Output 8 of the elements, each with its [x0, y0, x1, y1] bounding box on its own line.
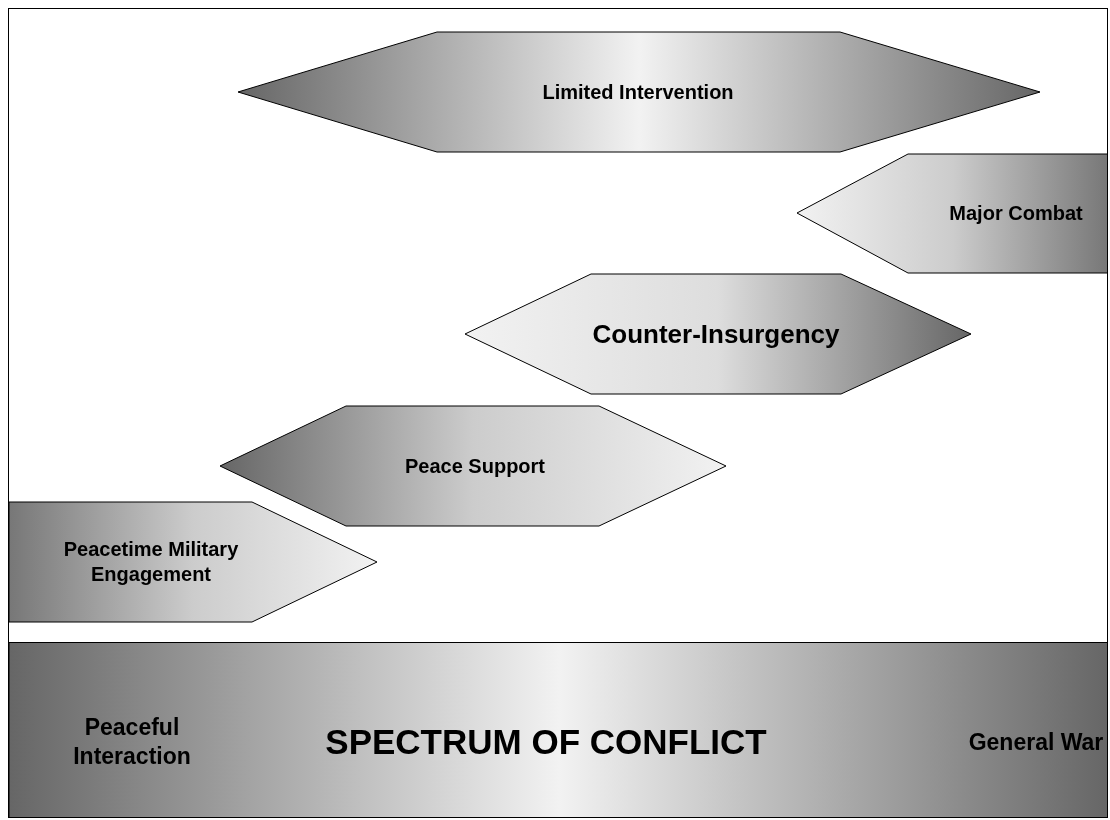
band-label: SPECTRUM OF CONFLICT [324, 721, 768, 763]
hexagon-label: Limited Intervention [541, 79, 735, 105]
hexagon-label: Major Combat [948, 200, 1084, 226]
hexagon-label: Peacetime Military Engagement [62, 537, 240, 587]
hexagon-label: Peace Support [403, 453, 546, 479]
band-label: General War [967, 727, 1105, 757]
hexagon-label: Counter-Insurgency [591, 317, 841, 350]
band-label: Peaceful Interaction [72, 713, 192, 771]
